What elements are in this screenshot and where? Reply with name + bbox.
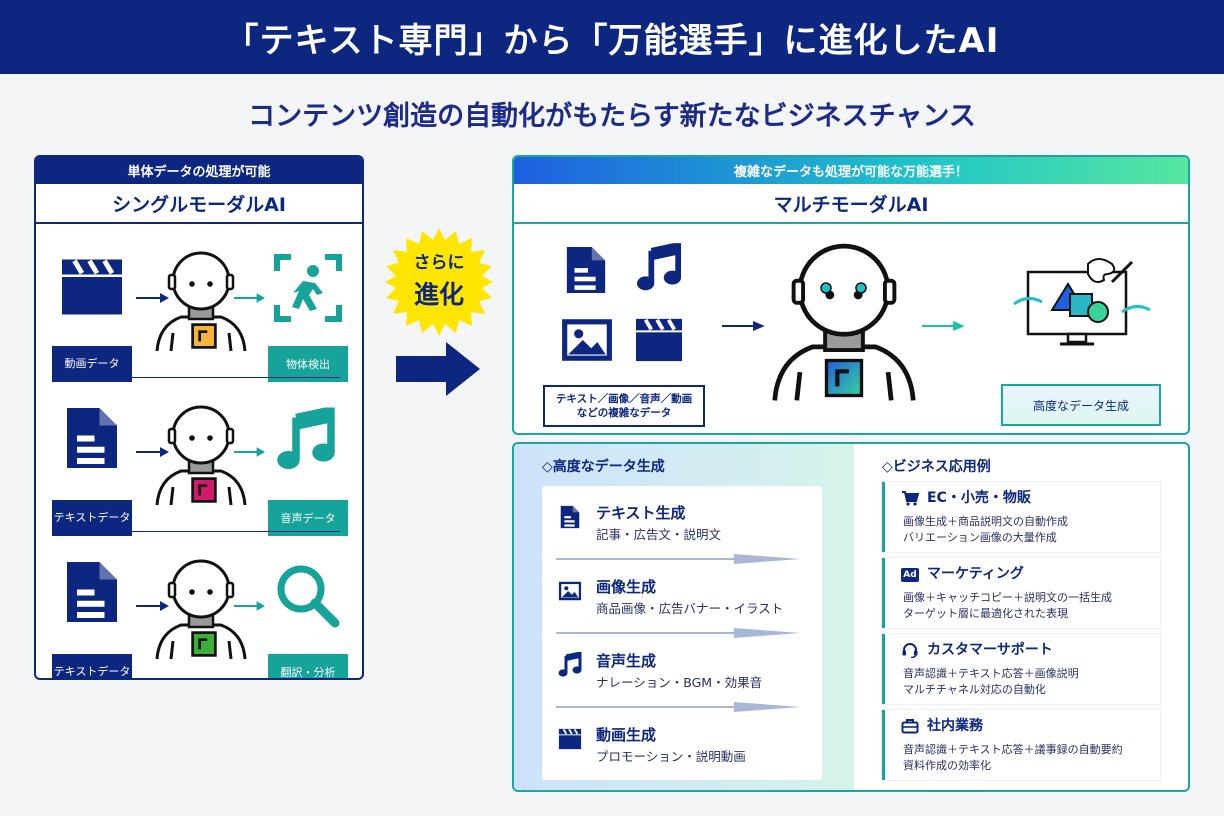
single-row-video: 動画データ 物体検出	[36, 253, 362, 393]
generation-item-sub: プロモーション・説明動画	[596, 749, 746, 764]
generation-item-sub: 記事・広告文・説明文	[596, 527, 722, 542]
burst-line1: さらに	[413, 253, 465, 273]
generation-item-image: 画像生成 商品画像・広告バナー・イラスト	[558, 576, 808, 628]
briefcase-icon	[901, 719, 919, 734]
generation-item-text: テキスト生成 記事・広告文・説明文	[558, 502, 808, 554]
document-icon	[62, 557, 122, 627]
generation-item-title: 音声生成	[596, 652, 657, 670]
clapperboard-icon	[58, 257, 126, 317]
multi-modal-caption: 複雑なデータも処理が可能な万能選手！	[514, 157, 1188, 184]
generation-card: テキスト生成 記事・広告文・説明文 画像生成 商品画像・広告バナー・イラスト 音…	[542, 486, 822, 780]
chip-icon	[824, 358, 864, 398]
generation-item-title: 画像生成	[596, 578, 657, 596]
starburst-badge	[385, 228, 493, 336]
business-item-internal: 社内業務 音声認識＋テキスト応答＋議事録の自動要約 資料作成の効率化	[882, 710, 1160, 780]
business-item-title: カスタマーサポート	[927, 642, 1053, 658]
business-item-line: 音声認識＋テキスト応答＋画像説明	[903, 667, 1079, 680]
multi-output-label: 高度なデータ生成	[1001, 384, 1161, 426]
eye-right	[855, 282, 867, 294]
arrow-icon	[922, 319, 966, 333]
business-item-line: ターゲット層に最適化された表現	[903, 607, 1068, 620]
chip-icon	[191, 323, 217, 349]
arrow-icon	[234, 291, 266, 305]
business-item-title: マーケティング	[927, 566, 1024, 582]
generation-item-video: 動画生成 プロモーション・説明動画	[558, 724, 808, 776]
creative-monitor-icon	[1013, 258, 1151, 346]
chip-icon	[191, 631, 217, 657]
image-icon	[558, 578, 582, 604]
clapperboard-icon	[558, 726, 582, 752]
generation-item-sub: 商品画像・広告バナー・イラスト	[596, 601, 784, 616]
multi-modal-title: マルチモーダルAI	[514, 184, 1188, 224]
input-data-label: テキスト データ	[52, 654, 132, 678]
music-note-icon	[636, 243, 682, 293]
business-item-marketing: Ad マーケティング 画像＋キャッチコピー＋説明文の一括生成 ターゲット層に最適…	[882, 558, 1160, 628]
business-item-line: バリエーション画像の大量作成	[903, 531, 1057, 544]
arrow-icon	[556, 626, 808, 640]
image-icon	[560, 317, 614, 363]
arrow-icon	[234, 599, 266, 613]
multi-input-label: テキスト／画像／音声／動画 などの複雑なデータ	[543, 385, 705, 427]
magnifier-icon	[277, 565, 340, 628]
multi-modal-panel: 複雑なデータも処理が可能な万能選手！ マルチモーダルAI テキスト／画像／音声／…	[512, 155, 1190, 435]
output-label: 音声データ	[268, 500, 348, 536]
generation-heading: ◇高度なデータ生成	[542, 459, 665, 475]
single-row-text-to-audio: テキスト データ 音声データ	[36, 407, 362, 547]
header-title: 「テキスト専門」から「万能選手」に進化したAI	[224, 20, 1000, 61]
big-right-arrow-icon	[396, 342, 480, 396]
output-label: 翻訳・分析	[268, 654, 348, 678]
generation-item-audio: 音声生成 ナレーション・BGM・効果音	[558, 650, 808, 702]
business-item-line: 画像＋キャッチコピー＋説明文の一括生成	[903, 591, 1112, 604]
arrow-icon	[722, 319, 766, 333]
burst-line2: 進化	[413, 280, 464, 309]
detail-panel: ◇高度なデータ生成 テキスト生成 記事・広告文・説明文 画像生成 商品画像・広告…	[512, 442, 1190, 792]
ad-icon: Ad	[901, 568, 919, 582]
eye-left	[820, 282, 832, 294]
business-item-line: 画像生成＋商品説明文の自動作成	[903, 515, 1068, 528]
generation-item-title: テキスト生成	[596, 504, 686, 522]
business-item-support: カスタマーサポート 音声認識＋テキスト応答＋画像説明 マルチチャネル対応の自動化	[882, 634, 1160, 704]
single-modal-panel: 単体データの処理が可能 シングルモーダルAI 動画データ 物体検出	[34, 155, 364, 680]
generation-item-sub: ナレーション・BGM・効果音	[596, 675, 763, 690]
arrow-icon	[234, 445, 266, 459]
business-item-line: 音声認識＋テキスト応答＋議事録の自動要約	[903, 743, 1123, 756]
business-heading: ◇ビジネス応用例	[882, 459, 991, 475]
business-item-title: 社内業務	[927, 718, 983, 734]
arrow-icon	[556, 552, 808, 566]
headset-icon	[902, 643, 918, 658]
music-note-icon	[276, 407, 336, 473]
input-data-label: テキスト データ	[52, 500, 132, 536]
document-icon	[62, 403, 122, 473]
business-item-line: マルチチャネル対応の自動化	[903, 683, 1046, 696]
generation-item-title: 動画生成	[596, 726, 657, 744]
business-item-title: EC・小売・物販	[927, 490, 1031, 506]
arrow-icon	[556, 700, 808, 714]
object-detection-icon	[274, 254, 342, 322]
output-label: 物体検出	[268, 346, 348, 382]
burst-text: さらに 進化	[383, 248, 495, 311]
single-modal-title: シングルモーダルAI	[36, 184, 362, 224]
single-row-text-to-analysis: テキスト データ 翻訳・分析	[36, 561, 362, 678]
row-divider	[60, 377, 340, 378]
cart-icon	[902, 491, 919, 506]
business-item-line: 資料作成の効率化	[903, 759, 991, 772]
clapperboard-icon	[632, 317, 686, 363]
row-divider	[60, 531, 340, 532]
page-subtitle: コンテンツ創造の自動化がもたらす新たなビジネスチャンス	[248, 101, 976, 132]
input-data-label: 動画データ	[52, 346, 132, 382]
header-banner: 「テキスト専門」から「万能選手」に進化したAI	[0, 0, 1224, 74]
business-item-ec: EC・小売・物販 画像生成＋商品説明文の自動作成 バリエーション画像の大量作成	[882, 482, 1160, 552]
document-icon	[558, 504, 582, 530]
chip-icon	[191, 477, 217, 503]
music-note-icon	[558, 652, 582, 678]
document-icon	[563, 243, 609, 297]
generation-section: ◇高度なデータ生成 テキスト生成 記事・広告文・説明文 画像生成 商品画像・広告…	[514, 444, 854, 790]
single-modal-caption: 単体データの処理が可能	[36, 157, 362, 184]
